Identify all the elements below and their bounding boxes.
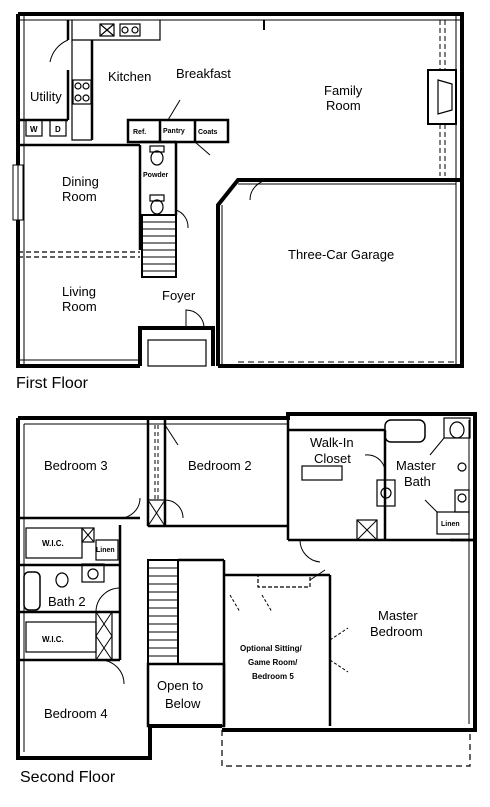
second-floor-plan xyxy=(16,412,477,767)
walk-in-closet-label-line2: Closet xyxy=(314,451,351,466)
utility-label: Utility xyxy=(30,89,62,104)
master-bath-label-line1: Master xyxy=(396,458,436,473)
bath-2-tub xyxy=(23,571,41,611)
optional-room-label-line1: Optional Sitting/ xyxy=(240,644,303,653)
dryer-label: D xyxy=(55,125,61,134)
stove xyxy=(72,79,92,105)
toilet xyxy=(149,145,165,215)
second-floor-caption: Second Floor xyxy=(20,769,116,786)
bath-2-label: Bath 2 xyxy=(48,594,86,609)
bath-2-walls xyxy=(18,525,122,662)
first-floor-labels: Utility Kitchen Breakfast Family Room Di… xyxy=(16,66,394,392)
kitchen-label: Kitchen xyxy=(108,69,151,84)
wic-1-label: W.I.C. xyxy=(42,539,64,548)
closet-bedroom-3 xyxy=(147,499,166,527)
refrigerator-label: Ref. xyxy=(133,129,146,136)
living-room-label-line2: Room xyxy=(62,299,97,314)
dining-room-label-line2: Room xyxy=(62,189,97,204)
powder-room xyxy=(140,140,178,215)
open-to-below-label-line1: Open to xyxy=(157,678,203,693)
foyer-label: Foyer xyxy=(162,288,196,303)
optional-room-label-line3: Bedroom 5 xyxy=(252,672,294,681)
walk-in-closet-label-line1: Walk-In xyxy=(310,435,354,450)
master-suite-walls xyxy=(288,428,475,542)
family-room-label-line1: Family xyxy=(324,83,363,98)
breakfast-label: Breakfast xyxy=(176,66,231,81)
linen-master-label: Linen xyxy=(441,521,460,528)
first-floor-caption: First Floor xyxy=(16,375,89,392)
family-room-label-line2: Room xyxy=(326,98,361,113)
open-to-below-label-line2: Below xyxy=(165,696,201,711)
master-bath-label-line2: Bath xyxy=(404,474,431,489)
dining-room-label-line1: Dining xyxy=(62,174,99,189)
pantry-label: Pantry xyxy=(163,128,185,135)
first-floor-exterior-walls xyxy=(16,12,464,368)
open-to-below-area xyxy=(146,662,226,728)
bedroom-3-label: Bedroom 3 xyxy=(44,458,108,473)
powder-label: Powder xyxy=(143,172,169,179)
bedroom-walls xyxy=(18,418,290,540)
second-floor-labels: Bedroom 3 Bedroom 2 Walk-In Closet Maste… xyxy=(20,435,460,786)
bedroom-2-label: Bedroom 2 xyxy=(188,458,252,473)
master-toilet xyxy=(449,421,465,439)
master-bedroom-label-line2: Bedroom xyxy=(370,624,423,639)
bedroom-4-label: Bedroom 4 xyxy=(44,706,108,721)
kitchen-walls xyxy=(18,20,142,250)
washer-label: W xyxy=(30,125,38,134)
garage-walls xyxy=(216,178,462,366)
washer-dryer xyxy=(25,119,67,137)
coats-label: Coats xyxy=(198,129,218,136)
master-bedroom-label-line1: Master xyxy=(378,608,418,623)
garage-label: Three-Car Garage xyxy=(288,247,394,262)
wic-2-label: W.I.C. xyxy=(42,635,64,644)
fireplace xyxy=(427,69,457,125)
first-floor-plan xyxy=(12,12,464,368)
master-tub xyxy=(384,419,426,443)
linen-hall-label: Linen xyxy=(96,547,115,554)
stairs-second-floor xyxy=(147,559,179,665)
optional-room-label-line2: Game Room/ xyxy=(248,658,298,667)
stairs-first-floor xyxy=(141,214,177,278)
pantry-strip xyxy=(126,118,230,144)
garage-outline-below xyxy=(221,730,471,767)
kitchen-counter xyxy=(71,20,161,141)
living-room-label-line1: Living xyxy=(62,284,96,299)
